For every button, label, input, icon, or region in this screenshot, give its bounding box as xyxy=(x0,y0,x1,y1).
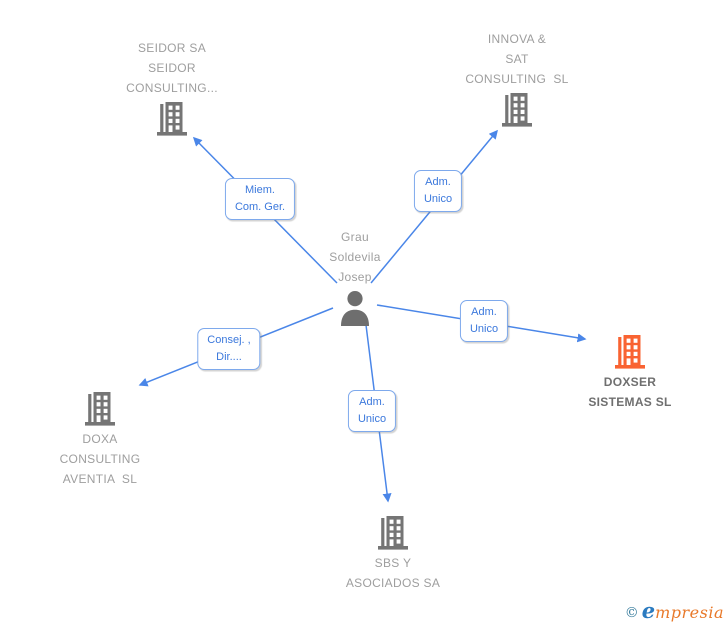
company-label: INNOVA & xyxy=(487,32,547,46)
relationship-text: Consej. , xyxy=(207,334,251,346)
company-label: SBS Y xyxy=(374,556,412,570)
edge-label-consej-dir: Consej. , Dir.... xyxy=(197,328,261,370)
empresia-logo-initial: e xyxy=(641,598,656,623)
person-node-grau-soldevila-josep[interactable]: Grau Soldevila Josep xyxy=(270,230,440,326)
relationship-text: Com. Ger. xyxy=(234,201,286,213)
company-node-innova[interactable]: INNOVA & SAT CONSULTING SL xyxy=(432,32,602,128)
relationship-text: Adm. xyxy=(425,176,451,188)
relationship-text: Dir.... xyxy=(216,351,242,363)
company-label: SAT xyxy=(505,52,529,66)
company-label: AVENTIA SL xyxy=(62,472,138,486)
relationship-text: Unico xyxy=(469,323,499,335)
copyright-icon: © xyxy=(624,605,639,621)
company-label: DOXSER xyxy=(603,375,657,389)
edge-label-adm-unico-bottom: Adm. Unico xyxy=(347,390,397,432)
person-label: Josep xyxy=(338,270,372,284)
relationship-text: Miem. xyxy=(245,184,275,196)
company-node-sbs[interactable]: SBS Y ASOCIADOS SA xyxy=(308,515,478,591)
building-icon-highlighted xyxy=(615,335,645,369)
building-icon xyxy=(157,102,187,136)
relationship-text: Adm. xyxy=(359,396,385,408)
company-label: SISTEMAS SL xyxy=(588,395,672,409)
relationship-text: Unico xyxy=(357,413,387,425)
company-label: DOXA xyxy=(82,432,118,446)
person-icon xyxy=(341,291,369,326)
building-icon xyxy=(502,93,532,127)
edge-label-miem-com-ger: Miem. Com. Ger. xyxy=(224,178,296,220)
company-label: SEIDOR xyxy=(148,61,196,75)
company-label: CONSULTING... xyxy=(126,81,218,95)
company-label: SEIDOR SA xyxy=(137,41,207,55)
company-node-seidor[interactable]: SEIDOR SA SEIDOR CONSULTING... xyxy=(87,41,257,137)
edge-label-adm-unico-right: Adm. Unico xyxy=(459,300,509,342)
empresia-logo: ©empresia xyxy=(625,598,724,623)
relationship-text: Unico xyxy=(423,193,453,205)
person-label: Grau xyxy=(341,230,369,244)
company-label: CONSULTING SL xyxy=(465,72,569,86)
relationship-text: Adm. xyxy=(471,306,497,318)
building-icon xyxy=(85,392,115,426)
company-label: CONSULTING xyxy=(59,452,141,466)
person-label: Soldevila xyxy=(329,250,381,264)
company-label: ASOCIADOS SA xyxy=(345,576,441,590)
edge-label-adm-unico-top: Adm. Unico xyxy=(413,170,463,212)
company-node-doxser[interactable]: DOXSER SISTEMAS SL xyxy=(545,334,715,410)
empresia-logo-text: mpresia xyxy=(655,603,724,622)
building-icon xyxy=(378,516,408,550)
company-node-doxa[interactable]: DOXA CONSULTING AVENTIA SL xyxy=(15,391,185,487)
